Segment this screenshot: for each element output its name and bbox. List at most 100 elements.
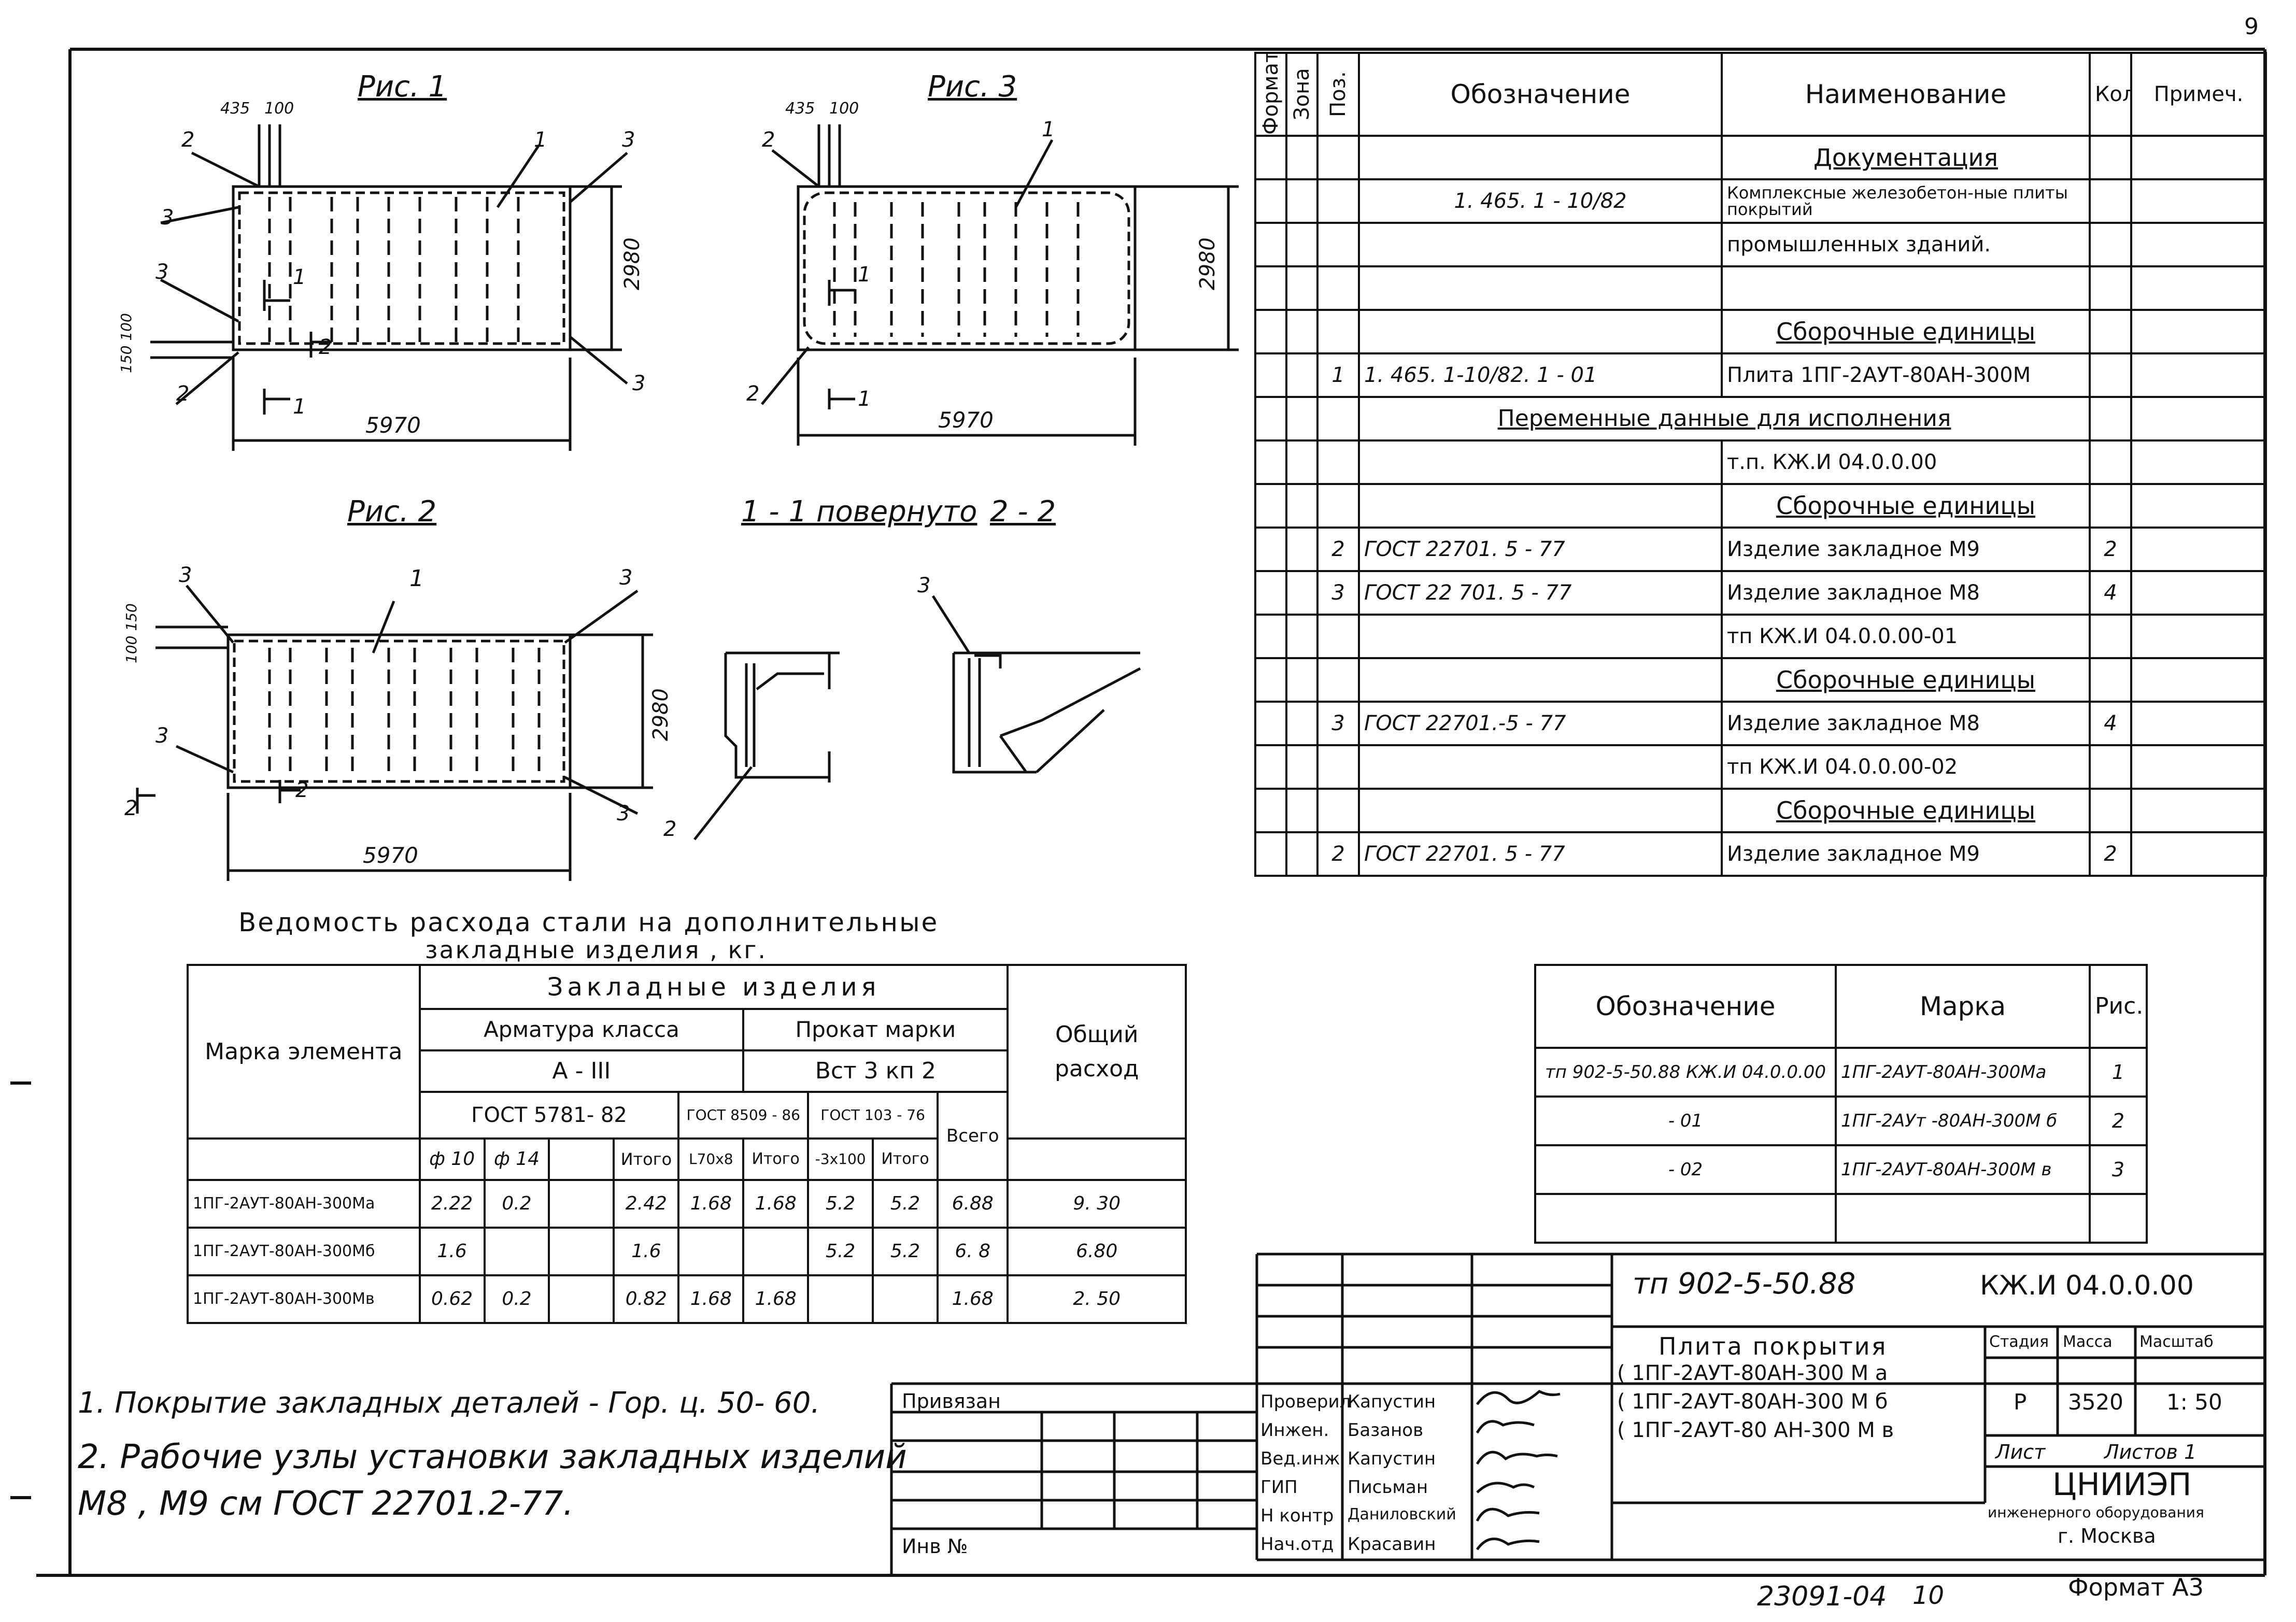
name-cell: Плита 1ПГ-2АУТ-80АН-300М [1721, 352, 2091, 398]
pos-cell: 2 [1316, 831, 1360, 877]
dim-435-fig3: 435 [785, 99, 815, 118]
figure-2-plate [136, 585, 653, 881]
table-row [1534, 1193, 2148, 1244]
section-heading: Сборочные единицы [1721, 657, 2091, 703]
qty-cell: 4 [2089, 570, 2132, 616]
col-empty [548, 1137, 615, 1181]
designation-cell: 1. 465. 1-10/82. 1 - 01 [1358, 352, 1723, 398]
steel-header-rolled: Прокат марки [742, 1008, 1009, 1051]
col-d10: ф 10 [418, 1137, 486, 1181]
col-angle: L70х8 [677, 1137, 745, 1181]
pos-2-fig1b: 2 [176, 382, 190, 406]
cell: 2.42 [613, 1179, 680, 1229]
cell: 6.88 [937, 1179, 1009, 1229]
dim-width-fig2: 5970 [363, 843, 418, 868]
spec-row: промышленных зданий. [1254, 222, 2267, 267]
designation-cell: ГОСТ 22701. 5 - 77 [1358, 831, 1723, 877]
marks-table: Обозначение Марка Рис. тп 902-5-50.88 КЖ… [1534, 964, 2148, 1244]
stamp-title-3: ( 1ПГ-2АУТ-80АН-300 М б [1617, 1390, 1888, 1414]
header-name: Наименование [1721, 52, 2091, 137]
cell: 1.6 [418, 1227, 486, 1276]
cell: 2. 50 [1007, 1274, 1187, 1324]
pos-1-fig2: 1 [409, 565, 424, 592]
dim-height-fig1: 2980 [620, 237, 644, 290]
marks-fig: 1 [2089, 1047, 2148, 1098]
stamp-title-1: Плита покрытия [1659, 1332, 1888, 1360]
steel-header-gost5781: ГОСТ 5781- 82 [418, 1091, 680, 1140]
figure-3-plate [761, 124, 1239, 446]
designation-cell: ГОСТ 22701. 5 - 77 [1358, 527, 1723, 572]
qty-cell: 2 [2089, 527, 2132, 572]
cell [483, 1227, 550, 1276]
dim-height-fig3: 2980 [1196, 237, 1220, 290]
cell: 6.80 [1007, 1227, 1187, 1276]
pos-cell: 3 [1316, 570, 1360, 616]
cut-1-fig3: 1 [858, 263, 871, 287]
cell: 1.68 [677, 1179, 745, 1229]
signer-name: Письман [1348, 1477, 1428, 1498]
stamp-stage: Р [2014, 1389, 2027, 1415]
col-strip: -3х100 [807, 1137, 874, 1181]
figure-1-title: Рис. 1 [358, 70, 447, 104]
note-2: 2. Рабочие узлы установки закладных изде… [78, 1438, 907, 1476]
pos-3-fig2b: 3 [619, 566, 633, 590]
cut-1-fig3b: 1 [858, 387, 871, 411]
marks-designation: тп 902-5-50.88 КЖ.И 04.0.0.00 [1534, 1047, 1837, 1098]
dim-width-fig3: 5970 [938, 407, 994, 433]
cell: 6. 8 [937, 1227, 1009, 1276]
pos-3-sec22: 3 [917, 574, 931, 597]
stamp-attached: Привязан [902, 1390, 1001, 1413]
marks-fig: 3 [2089, 1144, 2148, 1195]
dim-100-fig3: 100 [829, 99, 859, 118]
spec-row: тп КЖ.И 04.0.0.00-02 [1254, 744, 2267, 790]
steel-header-all: Всего [937, 1091, 1009, 1181]
cell: 1.68 [937, 1274, 1009, 1324]
marks-header-designation: Обозначение [1534, 964, 1837, 1049]
pos-2-fig3b: 2 [746, 382, 760, 406]
spec-row: тп КЖ.И 04.0.0.00-01 [1254, 614, 2267, 659]
marks-designation: - 01 [1534, 1095, 1837, 1146]
pos-2-fig1: 2 [181, 128, 195, 152]
signer-role: Вед.инж [1260, 1448, 1340, 1469]
section-2-2-drawing [931, 595, 1141, 774]
name-cell: Комплексные железобетон-ные плиты покрыт… [1721, 178, 2091, 224]
spec-row: Сборочные единицы [1254, 309, 2267, 354]
stamp-sheet: Лист [1995, 1441, 2046, 1463]
pos-cell: 3 [1316, 701, 1360, 746]
col-subtotal-a: Итого [613, 1137, 680, 1181]
pos-3-fig2d: 3 [617, 802, 630, 826]
signer-role: Проверил [1260, 1391, 1351, 1412]
signer-role: ГИП [1260, 1477, 1298, 1498]
page-number: 9 [2244, 13, 2259, 40]
cut-1-fig1: 1 [293, 265, 306, 289]
header-pos: Поз. [1317, 53, 1359, 136]
archive-page: 10 [1912, 1581, 1945, 1610]
signer-name: Капустин [1348, 1391, 1436, 1412]
stamp-org-2: инженерного оборудования [1988, 1504, 2204, 1521]
pos-3-fig1d: 3 [632, 372, 646, 395]
note-3: М8 , М9 см ГОСТ 22701.2-77. [78, 1485, 574, 1523]
steel-header-gost103: ГОСТ 103 - 76 [807, 1091, 939, 1140]
spec-row: Переменные данные для исполнения [1254, 396, 2267, 442]
marks-header-mark: Марка [1835, 964, 2091, 1049]
name-cell: тп КЖ.И 04.0.0.00-01 [1721, 614, 2091, 659]
cell: 0.82 [613, 1274, 680, 1324]
dim-100-fig1: 100 [264, 99, 294, 118]
stamp-scale-header: Масштаб [2139, 1333, 2214, 1351]
col-subtotal-b: Итого [742, 1137, 810, 1181]
stamp-title-2: ( 1ПГ-2АУТ-80АН-300 М а [1617, 1361, 1888, 1385]
spec-row: Сборочные единицы [1254, 483, 2267, 529]
name-cell: промышленных зданий. [1721, 222, 2091, 267]
pos-2-fig3: 2 [762, 128, 775, 152]
qty-cell: 4 [2089, 701, 2132, 746]
cell [548, 1179, 615, 1229]
pos-cell: 1 [1316, 352, 1360, 398]
marks-mark: 1ПГ-2АУТ-80АН-300М в [1835, 1144, 2091, 1195]
